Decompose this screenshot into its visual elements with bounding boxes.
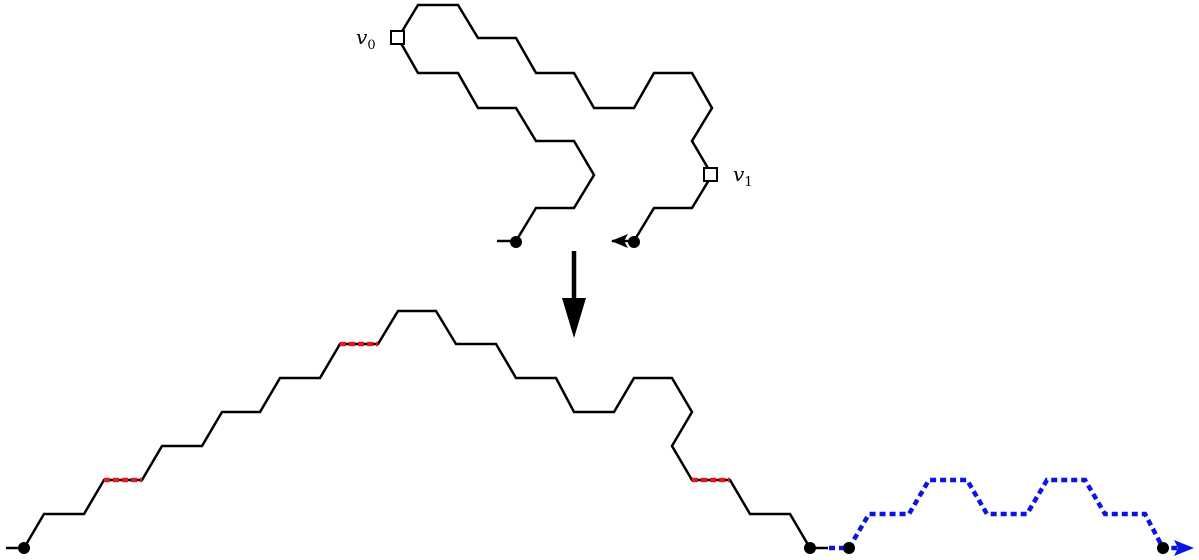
- top-configuration: v0 v1: [356, 3, 753, 248]
- blue-extension-path: [829, 477, 1178, 551]
- v0-marker: [390, 30, 405, 45]
- bottom-main-path: [6, 309, 828, 550]
- v1-marker: [703, 167, 718, 182]
- v0-subscript: 0: [367, 38, 375, 53]
- top-left-endpoint: [510, 236, 522, 248]
- transform-arrow: [562, 251, 586, 338]
- top-loop-path: [396, 3, 714, 243]
- blue-start-endpoint: [843, 542, 855, 554]
- blue-arrowhead: [1174, 540, 1194, 556]
- top-left-branch-path: [396, 37, 596, 243]
- bottom-middle-endpoint: [804, 542, 816, 554]
- v1-label: v: [733, 162, 745, 186]
- top-arrowhead: [611, 234, 628, 248]
- blue-end-endpoint: [1157, 542, 1169, 554]
- svg-text:v1: v1: [733, 162, 753, 190]
- bottom-configuration: [6, 309, 1194, 556]
- v0-label: v: [356, 25, 368, 49]
- v1-subscript: 1: [744, 175, 752, 190]
- bottom-start-endpoint: [18, 542, 30, 554]
- top-right-endpoint: [628, 236, 640, 248]
- svg-text:v0: v0: [356, 25, 376, 53]
